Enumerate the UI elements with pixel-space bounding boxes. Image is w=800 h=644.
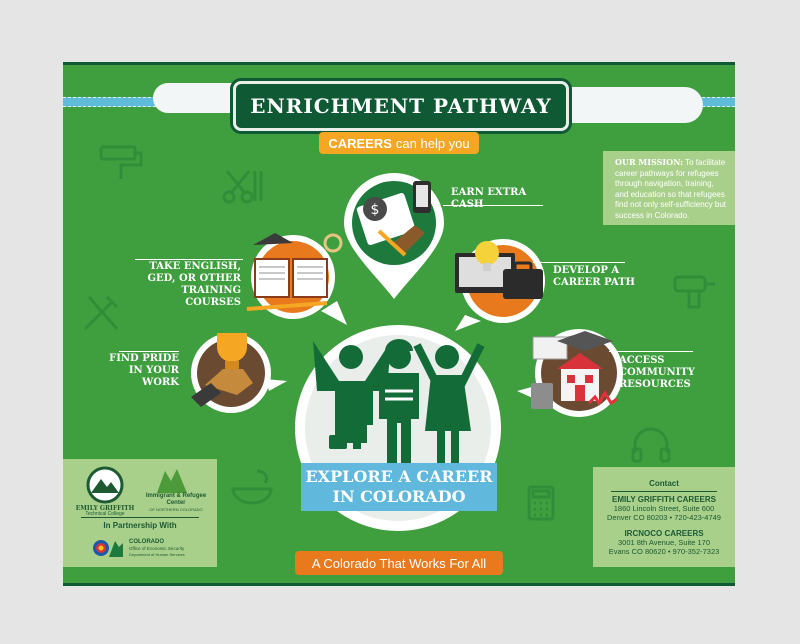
- bowl-icon: [231, 469, 273, 505]
- contact-org2-line1: 3001 8th Avenue, Suite 170: [617, 538, 711, 547]
- pride-illustration: [191, 333, 287, 413]
- contact-box: Contact EMILY GRIFFITH CAREERS 1860 Linc…: [593, 467, 735, 567]
- colorado-name: COLORADO: [129, 539, 164, 545]
- partners-box: EMILY GRIFFITH Technical College Immigra…: [63, 459, 217, 567]
- subtitle-rest: can help you: [395, 135, 470, 151]
- subtitle-bold: CAREERS: [328, 135, 392, 151]
- colorado-logo-icon: [93, 540, 123, 557]
- contact-heading: Contact: [649, 479, 679, 488]
- drill-icon: [673, 275, 715, 309]
- pride-label: FIND PRIDE IN YOUR WORK: [109, 353, 179, 388]
- earn-cash-illustration: $: [344, 172, 444, 299]
- training-label: TAKE ENGLISH, GED, OR OTHER TRAINING COU…: [147, 261, 241, 308]
- irc-name: Immigrant & Refugee Center: [145, 493, 207, 506]
- emily-griffith-logo-icon: [86, 466, 124, 504]
- emily-griffith-sub: Technical College: [85, 511, 125, 517]
- earn-cash-label: EARN EXTRA CASH: [451, 187, 527, 210]
- scissors-comb-icon: [222, 170, 263, 204]
- community-label: ACCESS COMMUNITY RESOURCES: [619, 355, 695, 390]
- career-path-illustration: [455, 239, 545, 331]
- subtitle-badge: CAREERS can help you: [319, 132, 479, 154]
- colorado-office: Office of Economic Security: [129, 546, 185, 551]
- irc-logo-icon: [157, 469, 187, 493]
- headset-icon: [631, 427, 671, 463]
- emily-griffith-name: EMILY GRIFFITH: [75, 505, 135, 512]
- mission-label: OUR MISSION:: [615, 157, 684, 167]
- wrench-hammer-icon: [83, 295, 119, 331]
- mission-text: To facilitate career pathways for refuge…: [615, 158, 727, 220]
- calculator-icon: [527, 485, 555, 521]
- pride-line: [119, 351, 179, 352]
- paint-roller-icon: [99, 145, 143, 179]
- contact-org1: EMILY GRIFFITH CAREERS: [611, 495, 716, 504]
- mission-box: OUR MISSION: To facilitate career pathwa…: [603, 151, 735, 225]
- partnership-label: In Partnership With: [103, 521, 177, 530]
- training-line: [135, 259, 243, 260]
- community-line: [609, 351, 693, 352]
- contact-org2-line2: Evans CO 80620 • 970-352-7323: [608, 547, 720, 556]
- center-line1: EXPLORE A CAREER: [305, 467, 493, 486]
- contact-org1-line2: Denver CO 80203 • 720-423-4749: [607, 513, 721, 522]
- career-path-line: [533, 262, 625, 263]
- footer-tagline: A Colorado That Works For All: [295, 551, 503, 575]
- partnership-divider: [81, 517, 199, 518]
- career-path-label: DEVELOP A CAREER PATH: [553, 265, 635, 288]
- training-illustration: [246, 233, 347, 325]
- center-ribbon: EXPLORE A CAREER IN COLORADO: [301, 463, 497, 511]
- earn-cash-line: [443, 205, 543, 206]
- svg-text:$: $: [371, 202, 380, 218]
- irc-sub: OF NORTHERN COLORADO: [149, 507, 203, 512]
- contact-org1-line1: 1860 Lincoln Street, Suite 600: [613, 504, 715, 513]
- contact-org2: IRCNOCO CAREERS: [624, 529, 704, 538]
- poster-title: ENRICHMENT PATHWAY: [233, 81, 569, 131]
- contact-divider: [611, 491, 717, 492]
- colorado-dept: Department of Human Services: [129, 552, 185, 557]
- center-line2: IN COLORADO: [332, 487, 466, 506]
- community-illustration: [517, 329, 623, 417]
- workers-illustration: [313, 339, 485, 463]
- infographic-poster: ENRICHMENT PATHWAY CAREERS can help you …: [63, 62, 735, 586]
